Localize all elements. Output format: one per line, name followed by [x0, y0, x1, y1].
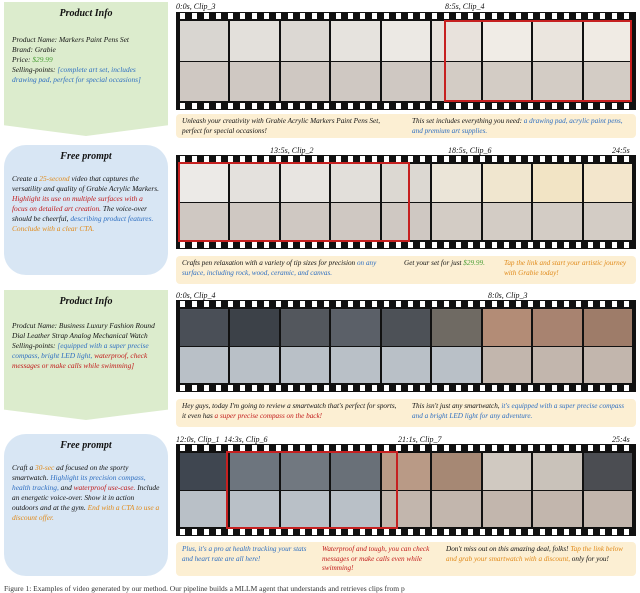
clip-time-label: 18:5s, Clip_6 — [448, 146, 492, 155]
prompt-duration: 25-second — [39, 174, 70, 183]
clip-highlight-box — [226, 451, 398, 529]
prompt-duration: 30-sec — [35, 463, 55, 472]
prompt-highlight: describing product features. — [70, 214, 154, 223]
prompt-highlight: Highlight its use on multiple surfaces w… — [12, 194, 143, 213]
clip-time-label: 25:4s — [612, 435, 630, 444]
caption-text: only for you! — [571, 554, 609, 563]
prompt-text: The voice-over should be cheerful, — [12, 204, 148, 223]
caption-text: Crafts pen relaxation with a variety of … — [182, 259, 356, 267]
caption-text: This isn't just any smartwatch, — [412, 402, 500, 410]
voiceover-caption: Hey guys, today I'm going to review a sm… — [176, 399, 636, 427]
filmstrip-3 — [176, 300, 636, 392]
selling-points: [complete art set, includes drawing pad,… — [12, 65, 141, 84]
video-frame — [432, 21, 481, 101]
voiceover-caption: Crafts pen relaxation with a variety of … — [176, 256, 636, 284]
video-frame — [230, 21, 279, 101]
video-frame — [482, 21, 532, 101]
voiceover-caption: Unleash your creativity with Grabie Acry… — [176, 114, 636, 138]
video-frame — [280, 21, 330, 101]
filmstrip-2 — [176, 155, 636, 249]
caption-highlight: Plus, it's a pro at health tracking your… — [182, 545, 307, 563]
free-prompt-card-2: Free prompt Craft a 30-sec ad focused on… — [4, 434, 168, 576]
video-frame — [533, 21, 582, 101]
card-title: Free prompt — [60, 440, 112, 451]
caption-text: Get your set for just — [404, 259, 462, 267]
label: Price: — [12, 55, 31, 64]
prompt-highlight: waterproof use-case. — [73, 483, 136, 492]
selling-points: waterproof, check messages or make calls… — [12, 351, 148, 370]
prompt-text: Include an energetic voice-over. Show it… — [12, 483, 160, 512]
label: Selling-points: — [12, 341, 56, 350]
caption-highlight: a drawing pad, acrylic paint pens, and p… — [412, 117, 623, 135]
prompt-highlight: Highlight its precision compass, health … — [12, 473, 146, 492]
clip-time-label: 12:0s, Clip_1 — [176, 435, 220, 444]
caption-cta: Tap the link and start your artistic jou… — [504, 259, 627, 277]
caption-text: Hey guys, today I'm going to review a sm… — [182, 402, 397, 420]
label: Brand: — [12, 45, 33, 54]
card-title: Product Info — [59, 296, 113, 307]
clip-time-label: 24:5s — [612, 146, 630, 155]
video-frame — [381, 21, 431, 101]
prompt-text: Craft a — [12, 463, 34, 472]
product-name: Markers Paint Pens Set — [58, 35, 129, 44]
caption-highlight: a super precise compass on the back! — [214, 411, 323, 420]
prompt-cta: End with a CTA to use a discount offer. — [12, 503, 160, 522]
prompt-text: video that captures the versatility and … — [12, 174, 160, 193]
clip-time-label: 8:0s, Clip_3 — [488, 291, 528, 300]
card-title: Free prompt — [60, 151, 112, 162]
clip-time-label: 0:0s, Clip_4 — [176, 291, 216, 300]
prompt-cta: Conclude with a clear CTA. — [12, 224, 95, 233]
clip-time-label: 21:1s, Clip_7 — [398, 435, 442, 444]
clip-time-label: 8:5s, Clip_4 — [445, 2, 485, 11]
video-frame — [331, 21, 380, 101]
caption-highlight: on any surface, including rock, wood, ce… — [182, 259, 377, 277]
voiceover-caption: Plus, it's a pro at health tracking your… — [176, 542, 636, 576]
caption-text: This set includes everything you need: — [412, 117, 522, 125]
free-prompt-card-1: Free prompt Create a 25-second video tha… — [4, 145, 168, 275]
clip-time-label: 13:5s, Clip_2 — [270, 146, 314, 155]
clip-time-label: 14:3s, Clip_6 — [224, 435, 268, 444]
label: Product Name: — [12, 35, 58, 44]
card-title: Product Info — [59, 8, 113, 19]
product-name: Prodcut Name: Business Luxury Fashion Ro… — [12, 321, 155, 340]
prompt-text: Create a — [12, 174, 38, 183]
caption-text: Unleash your creativity with Grabie Acry… — [182, 117, 381, 135]
selling-points: [equipped with a super precise compass, … — [12, 341, 149, 360]
clip-highlight-box — [444, 20, 632, 102]
brand: Grabie — [34, 45, 56, 54]
video-frame — [583, 21, 632, 101]
caption-highlight: it's equipped with a super precise compa… — [412, 402, 625, 420]
figure-caption: Figure 1: Examples of video generated by… — [4, 584, 405, 593]
label: Selling-points: — [12, 65, 56, 74]
caption-text: Don't miss out on this amazing deal, fol… — [446, 545, 569, 553]
product-info-card-1: Product Info Product Name: Markers Paint… — [4, 2, 168, 136]
caption-price: $29.99. — [463, 259, 485, 267]
filmstrip-1 — [176, 12, 636, 110]
product-info-card-2: Product Info Prodcut Name: Business Luxu… — [4, 290, 168, 420]
price: $29.99 — [32, 55, 53, 64]
clip-highlight-box — [178, 162, 410, 242]
video-frame — [180, 21, 229, 101]
clip-time-label: 0:0s, Clip_3 — [176, 2, 216, 11]
caption-cta: Tap the link below and grab your smartwa… — [446, 545, 623, 563]
caption-highlight: Waterproof and tough, you can check mess… — [322, 545, 430, 572]
filmstrip-4 — [176, 444, 636, 536]
prompt-text: and — [60, 483, 72, 492]
prompt-text: ad focused on the sporty smartwatch. — [12, 463, 129, 482]
